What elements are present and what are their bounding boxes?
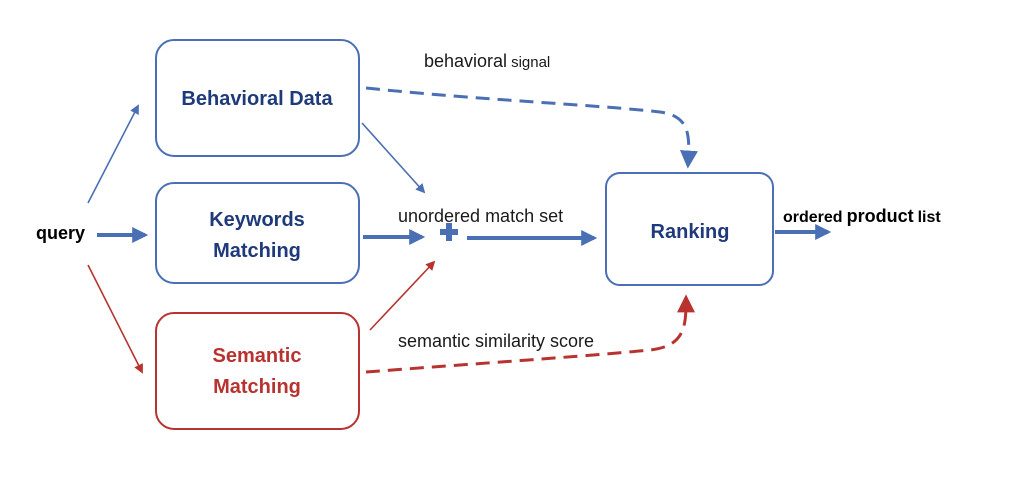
query-to-behavioral-arrow [87,104,139,204]
unordered-match-set-label: unordered match set [398,206,563,226]
keywords-matching-box [155,182,360,284]
semantic-to-merge-arrow [369,260,436,331]
query-to-semantic-arrow [87,264,143,374]
semantic-similarity-score-label: semantic similarity score [398,331,594,351]
merge-plus-icon [440,223,458,241]
query-label: query [36,223,85,243]
behavioral-signal-dashed-arrow [365,86,698,169]
ranking-label: Ranking [651,221,730,243]
keywords-label-line1: Keywords [209,209,305,231]
behavioral-data-box [155,39,360,157]
semantic-matching-box [155,312,360,430]
semantic-label-line2: Matching [213,376,301,398]
keywords-label-line2: Matching [213,240,301,262]
semantic-similarity-dashed-arrow [365,294,695,374]
behavioral-data-label: Behavioral Data [181,88,333,110]
behavioral-to-merge-arrow [361,122,426,194]
ranking-box [605,172,774,286]
semantic-label-line1: Semantic [213,345,302,367]
